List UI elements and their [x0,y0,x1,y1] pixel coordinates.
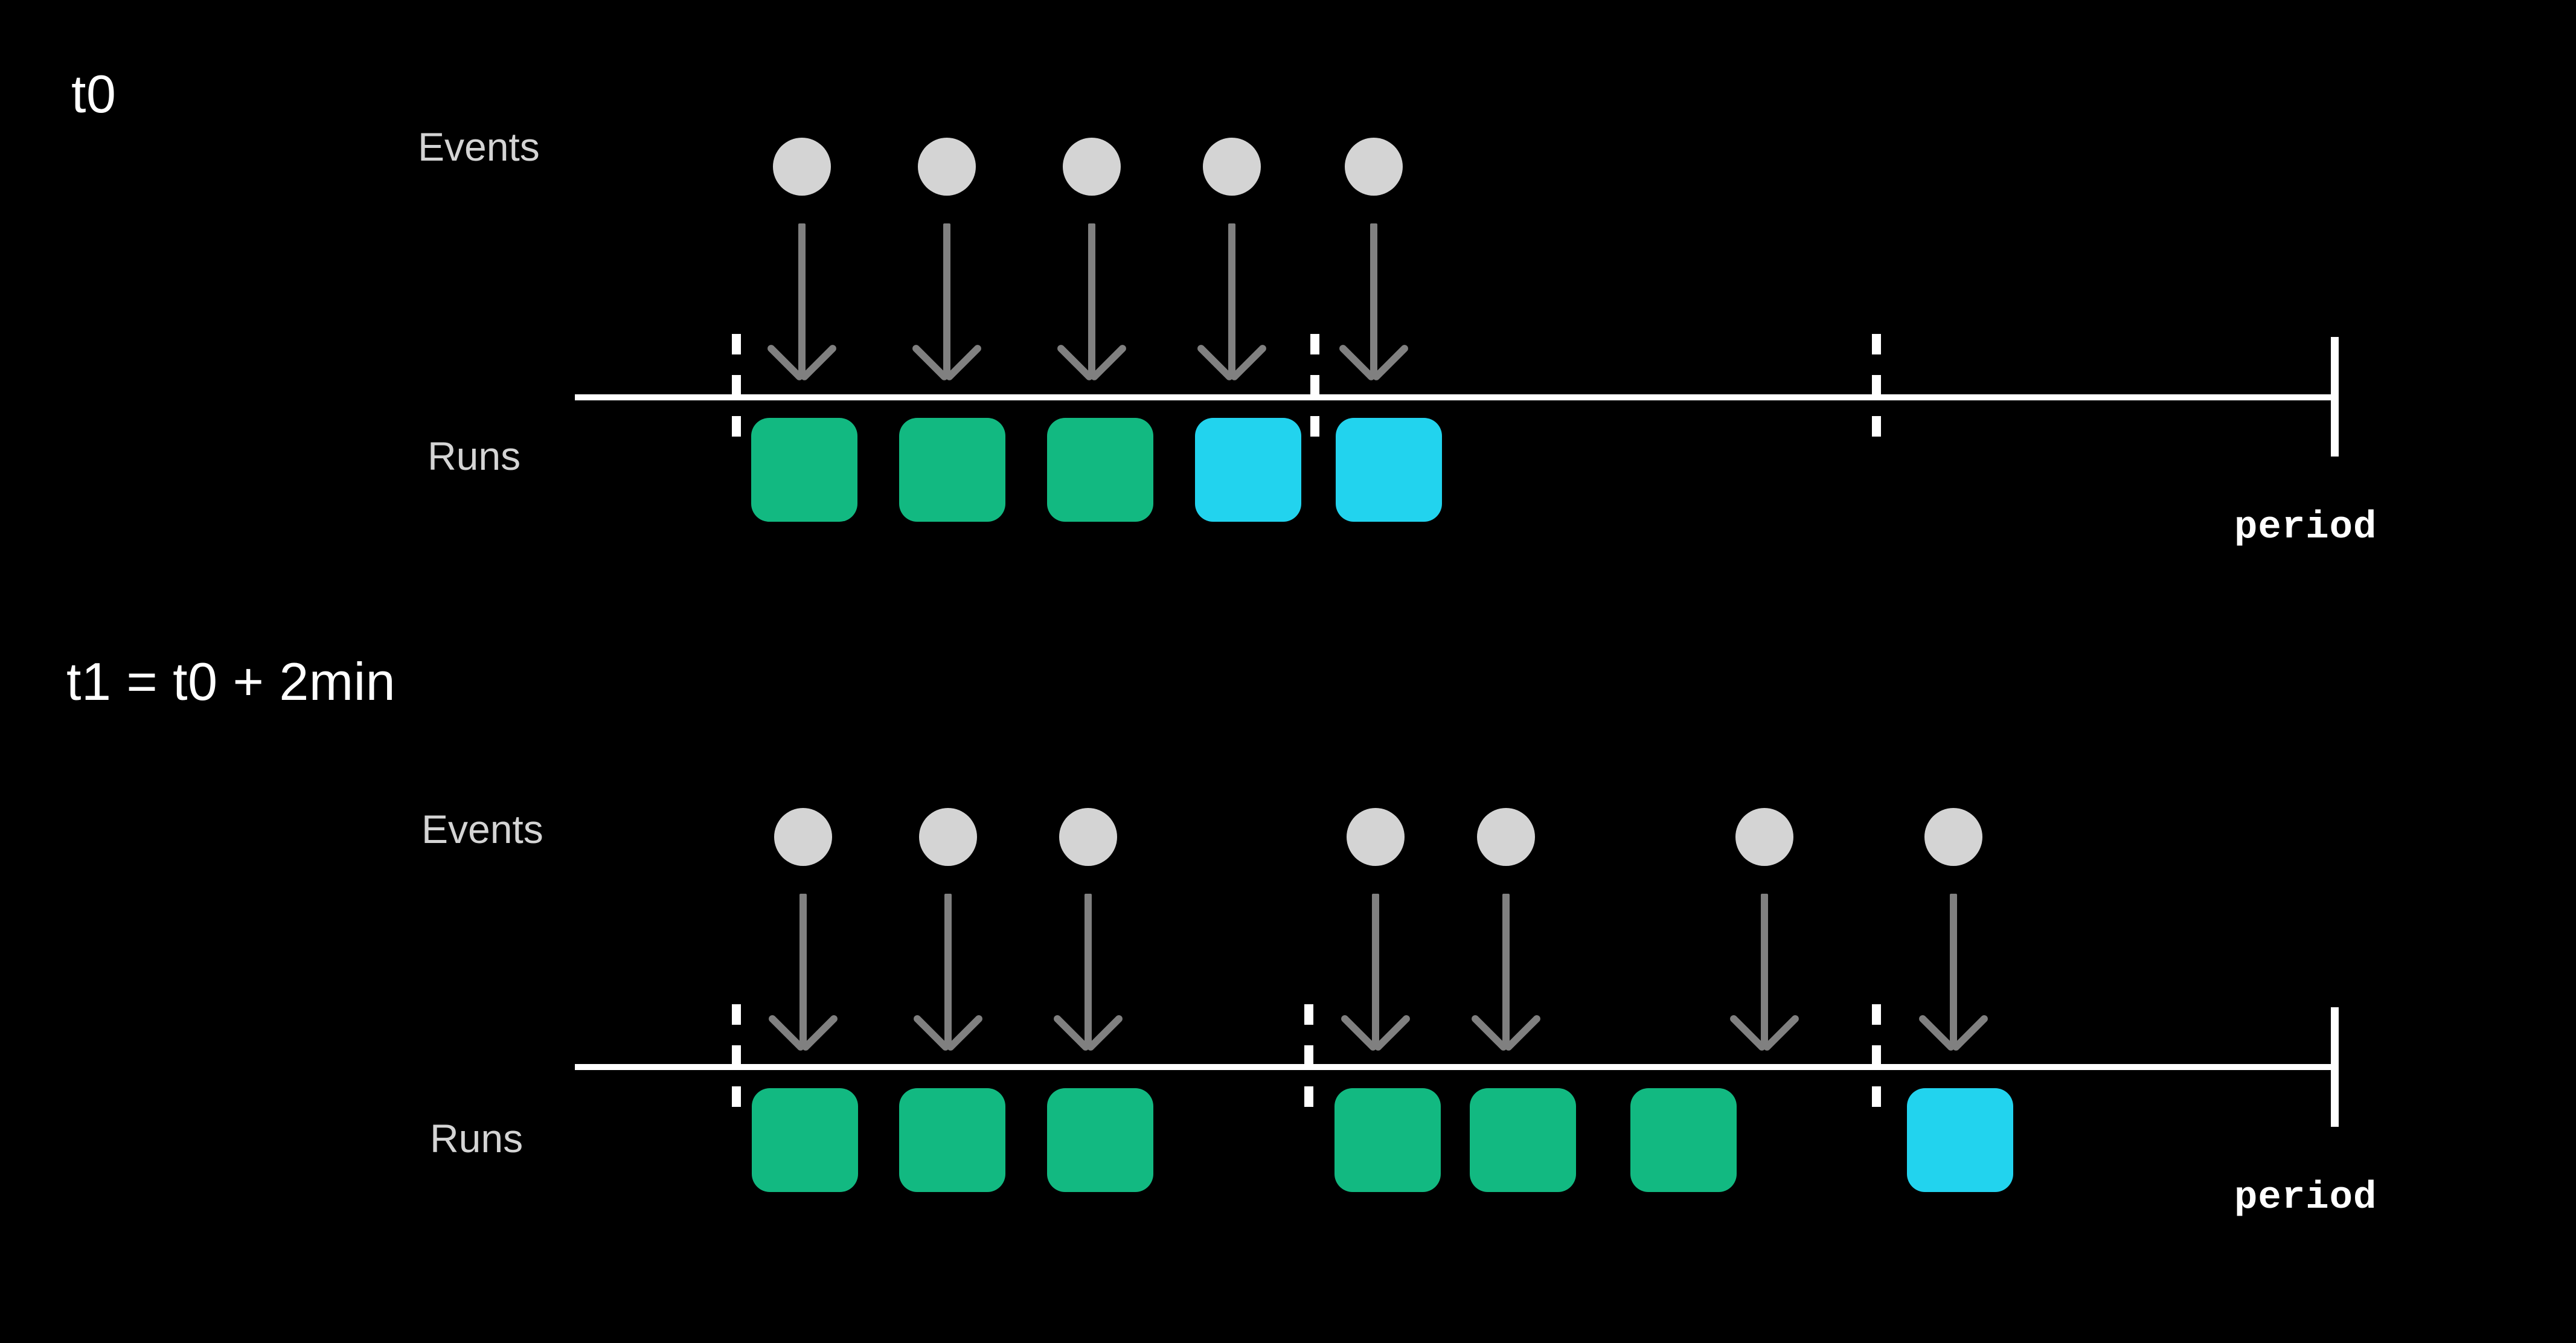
panel-t0-event-dot [918,138,976,196]
panel-t1-runs-label: Runs [430,1116,524,1161]
panel-t1-title: t1 = t0 + 2min [66,652,396,711]
panel-t1-event-arrow [912,894,984,1053]
panel-t0-event-dot [773,138,831,196]
panel-t1-event-dot [1924,808,1982,866]
panel-t1-event-dot [774,808,832,866]
panel-t0-event-dot [1063,138,1121,196]
panel-t1-event-arrow [1470,894,1542,1053]
panel-t1-event-dot [1477,808,1535,866]
panel-t0-event-arrow [1196,223,1268,382]
panel-t0-event-dot [1203,138,1261,196]
panel-t1-event-dot [1735,808,1793,866]
panel-t0-boundary-0 [732,334,741,457]
panel-t1-run-box [1047,1088,1153,1192]
panel-t1-period-end-tick [2331,1007,2339,1127]
panel-t1-event-arrow [1917,894,1990,1053]
panel-t0-runs-label: Runs [428,434,521,478]
panel-t1-period-label: period [2234,1176,2377,1220]
panel-t0-events-label: Events [418,124,540,169]
panel-t1-run-box [752,1088,858,1192]
panel-t0-run-box [751,418,857,522]
panel-t0-event-arrow [911,223,983,382]
panel-t1-run-box [1630,1088,1737,1192]
panel-t1-boundary-1 [1304,1004,1313,1127]
panel-t0-title: t0 [71,64,117,124]
panel-t1-run-box [1334,1088,1441,1192]
panel-t1-event-arrow [767,894,839,1053]
panel-t0-boundary-2 [1872,334,1881,457]
panel-t1-event-arrow [1339,894,1412,1053]
panel-t0-run-box [1336,418,1442,522]
panel-t0-boundary-1 [1310,334,1319,457]
panel-t1-events-label: Events [421,807,543,851]
panel-t1-run-box [899,1088,1005,1192]
panel-t1-event-dot [1059,808,1117,866]
panel-t0-period-label: period [2234,506,2377,550]
panel-t1-event-arrow [1052,894,1124,1053]
panel-t0-period-end-tick [2331,337,2339,457]
panel-t1-run-box [1470,1088,1576,1192]
panel-t0-event-dot [1345,138,1403,196]
panel-t1-timeline-axis [575,1064,2335,1070]
panel-t1-event-arrow [1728,894,1801,1053]
panel-t0-run-box [1047,418,1153,522]
panel-t1-event-dot [1347,808,1405,866]
panel-t0-timeline-axis [575,394,2335,400]
panel-t0-run-box [899,418,1005,522]
panel-t1-boundary-2 [1872,1004,1881,1127]
panel-t1-boundary-0 [732,1004,741,1127]
panel-t0-event-arrow [1338,223,1410,382]
panel-t0-run-box [1195,418,1301,522]
panel-t0-event-arrow [1056,223,1128,382]
panel-t1-event-dot [919,808,977,866]
panel-t1-run-box [1907,1088,2013,1192]
panel-t0-event-arrow [766,223,838,382]
